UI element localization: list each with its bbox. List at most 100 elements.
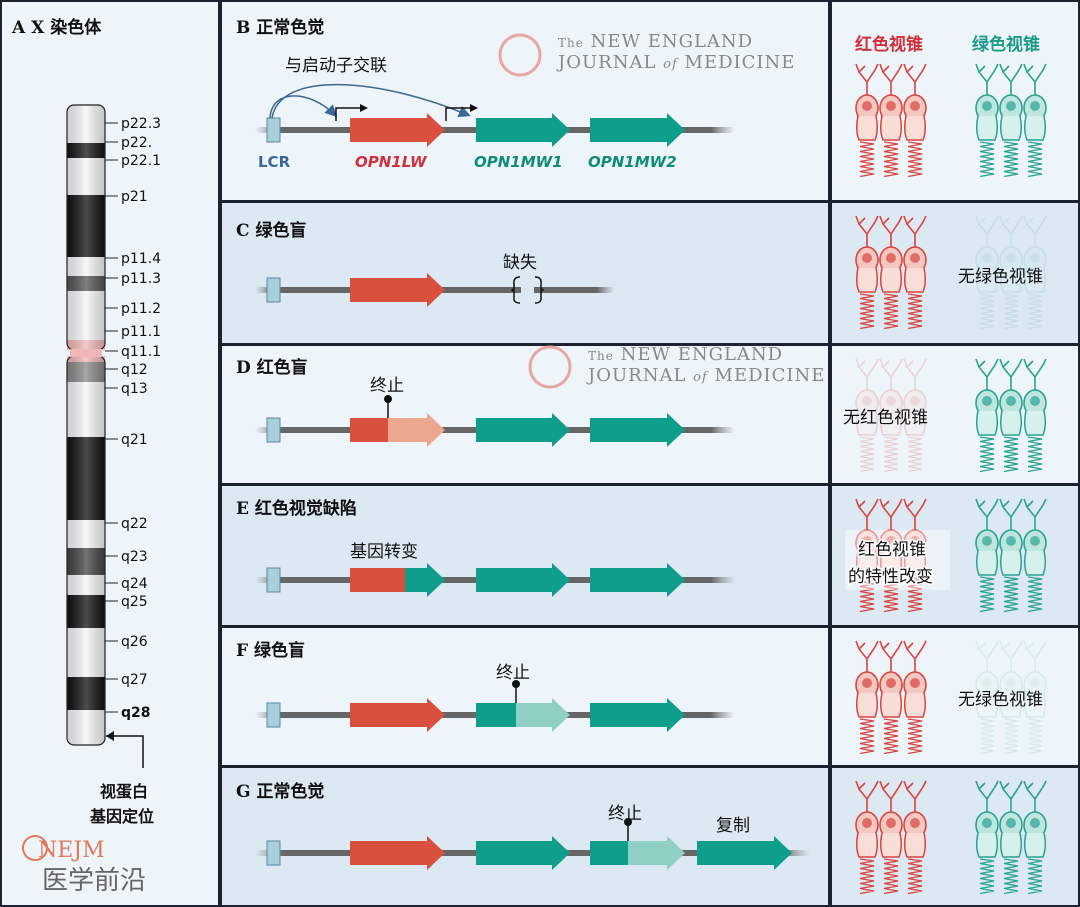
cone-inner-segment-icon: [999, 410, 1023, 436]
gene-label-opn1mw1: OPN1MW1: [474, 153, 563, 171]
centromere: [70, 349, 102, 357]
cone-dendrites-icon: [975, 498, 999, 533]
lcr-box: [266, 702, 281, 728]
band-label: p21: [121, 189, 148, 205]
lcr-box: [266, 567, 281, 593]
cone-nucleus-icon: [886, 396, 896, 406]
cone-inner-segment-icon: [855, 692, 879, 718]
cone-dendrites-icon: [975, 215, 999, 250]
cone-nucleus-icon: [862, 396, 872, 406]
cone-nucleus-icon: [886, 536, 896, 546]
cone-nucleus-icon: [1006, 678, 1016, 688]
wm-journal: JOURNAL: [586, 365, 686, 386]
cone-outer-segment-icon: [883, 436, 899, 473]
wm-line1: NEW ENGLAND: [621, 344, 784, 365]
band-label: p22.1: [121, 153, 161, 169]
svg-text:The NEW ENGLAND: The NEW ENGLAND: [558, 31, 753, 52]
deletion-bracket-left: [511, 276, 521, 304]
cone-outer-segment-icon: [883, 718, 899, 755]
cone-note-d: 无红色视锥: [843, 408, 928, 428]
cone-cell-body-icon: [1023, 246, 1047, 274]
cone-nucleus-icon: [982, 536, 992, 546]
cone-inner-segment-icon: [855, 410, 879, 436]
cone-inner-segment-icon: [855, 267, 879, 293]
lcr-link-arrow-1: [269, 95, 338, 119]
cone-dendrites-icon: [1023, 640, 1047, 675]
cone-inner-segment-icon: [1023, 267, 1047, 293]
cone-outer-segment-icon: [1003, 141, 1019, 178]
cone-nucleus-icon: [886, 253, 896, 263]
panel-d-title: D 红色盲: [236, 357, 308, 378]
gene-opn1mw1: [476, 836, 570, 870]
cone-outer-segment-icon: [979, 293, 995, 330]
cone-outer-segment-icon: [859, 293, 875, 330]
cone-nucleus-icon: [910, 101, 920, 111]
cone-inner-segment-icon: [999, 267, 1023, 293]
cone-nucleus-icon: [1030, 818, 1040, 828]
cone-outer-segment-icon: [1027, 293, 1043, 330]
cone-outer-segment-icon: [907, 293, 923, 330]
panel-c-background: [222, 203, 828, 343]
cone-cell-body-icon: [999, 246, 1023, 274]
cone-nucleus-icon: [982, 396, 992, 406]
deletion-label: 缺失: [503, 253, 537, 273]
cone-dendrites-icon: [999, 780, 1023, 815]
gene-label-opn1lw: OPN1LW: [355, 153, 428, 171]
red-cone-group: [855, 780, 927, 895]
cone-nucleus-icon: [862, 818, 872, 828]
gene-opn1lw: [350, 273, 445, 307]
green-cone-group: [975, 215, 1047, 330]
gene-opn1lw: [350, 698, 445, 732]
cone-cell-body-icon: [1023, 671, 1047, 699]
svg-text:JOURNAL of MEDICINE: JOURNAL of MEDICINE: [556, 52, 795, 73]
cone-dendrites-icon: [999, 215, 1023, 250]
cone-note-e-line2: 的特性改变: [848, 567, 933, 587]
band-labels: p22.3p22.p22.1p21p11.4p11.3p11.2p11.1q11…: [105, 116, 161, 721]
green-cone-group: [975, 640, 1047, 755]
wm-line1: NEW ENGLAND: [591, 31, 754, 52]
red-cone-group: [855, 498, 927, 613]
nejm-seal-icon: [498, 33, 542, 77]
wm-medicine: MEDICINE: [715, 365, 826, 386]
cone-dendrites-icon: [855, 358, 879, 393]
cone-inner-segment-icon: [879, 267, 903, 293]
gene-opn1mw2: [590, 698, 685, 732]
red-cone-group: [855, 63, 927, 178]
band-label: q25: [121, 594, 148, 610]
cone-inner-segment-icon: [855, 832, 879, 858]
cone-dendrites-icon: [855, 498, 879, 533]
cone-inner-segment-icon: [903, 410, 927, 436]
svg-text:The NEW ENGLAND: The NEW ENGLAND: [588, 344, 783, 365]
red-cone-group: [855, 640, 927, 755]
cone-nucleus-icon: [1006, 101, 1016, 111]
cone-cell-body-icon: [903, 389, 927, 417]
cone-inner-segment-icon: [1023, 410, 1047, 436]
panel-f-background: [222, 628, 828, 765]
cone-inner-segment-icon: [855, 550, 879, 576]
cone-outer-segment-icon: [907, 436, 923, 473]
cone-dendrites-icon: [1023, 498, 1047, 533]
cone-outer-segment-icon: [883, 141, 899, 178]
promoter-arrowhead-1: [360, 104, 368, 112]
lcr-box: [266, 277, 281, 303]
cone-inner-segment-icon: [879, 550, 903, 576]
band-label: p11.3: [121, 271, 161, 287]
cone-dendrites-icon: [903, 358, 927, 393]
cone-outer-segment-icon: [907, 576, 923, 613]
cone-outer-segment-icon: [859, 576, 875, 613]
cone-outer-segment-icon: [1027, 718, 1043, 755]
cone-nucleus-icon: [886, 818, 896, 828]
cone-outer-segment-icon: [883, 293, 899, 330]
wm-of: of: [693, 370, 709, 385]
cone-outer-segment-icon: [859, 858, 875, 895]
cone-outer-segment-icon: [1027, 576, 1043, 613]
gene-opn1mw1: [476, 113, 570, 147]
hybrid-gene-active: [350, 568, 405, 592]
cone-dendrites-icon: [999, 640, 1023, 675]
cone-inner-segment-icon: [999, 832, 1023, 858]
cone-inner-segment-icon: [903, 267, 927, 293]
gene-opn1lw: [350, 113, 445, 147]
cone-inner-segment-icon: [1023, 692, 1047, 718]
cone-dendrites-icon: [975, 358, 999, 393]
